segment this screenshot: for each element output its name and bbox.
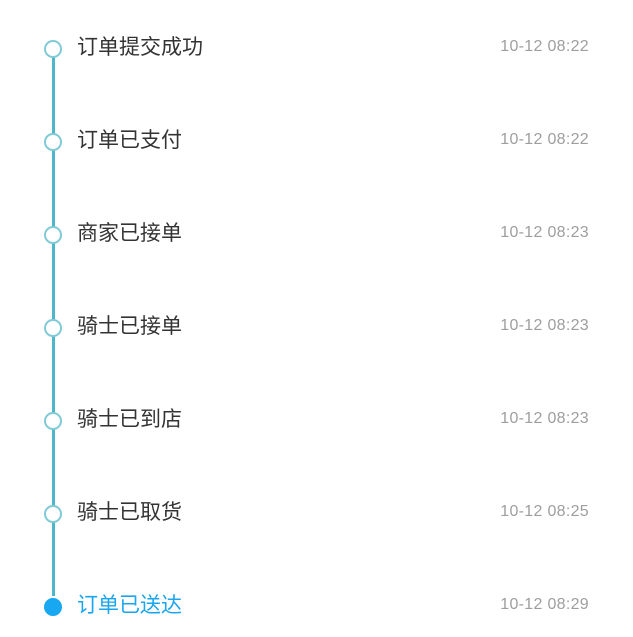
step-time: 10-12 08:25 — [500, 503, 589, 520]
step-label: 骑士已到店 — [77, 407, 182, 431]
step-circle-icon — [44, 319, 62, 337]
timeline-step-delivered: 订单已送达 10-12 08:29 — [0, 587, 633, 627]
step-time: 10-12 08:22 — [500, 131, 589, 148]
step-label: 订单已支付 — [77, 128, 182, 152]
step-filled-circle-icon — [44, 598, 62, 616]
step-circle-icon — [44, 133, 62, 151]
step-time: 10-12 08:23 — [500, 224, 589, 241]
step-time: 10-12 08:29 — [500, 596, 589, 613]
step-label: 商家已接单 — [77, 221, 182, 245]
step-circle-icon — [44, 412, 62, 430]
step-circle-icon — [44, 40, 62, 58]
step-circle-icon — [44, 226, 62, 244]
step-time: 10-12 08:22 — [500, 38, 589, 55]
timeline-step-merchant-accepted: 商家已接单 10-12 08:23 — [0, 215, 633, 255]
step-time: 10-12 08:23 — [500, 317, 589, 334]
step-label: 订单提交成功 — [77, 35, 203, 59]
step-label: 骑士已取货 — [77, 500, 182, 524]
step-label: 订单已送达 — [77, 593, 182, 617]
timeline-step-rider-accepted: 骑士已接单 10-12 08:23 — [0, 308, 633, 348]
timeline-step-submitted: 订单提交成功 10-12 08:22 — [0, 29, 633, 69]
timeline-step-picked-up: 骑士已取货 10-12 08:25 — [0, 494, 633, 534]
step-circle-icon — [44, 505, 62, 523]
timeline-step-paid: 订单已支付 10-12 08:22 — [0, 122, 633, 162]
timeline-step-rider-arrived: 骑士已到店 10-12 08:23 — [0, 401, 633, 441]
step-label: 骑士已接单 — [77, 314, 182, 338]
step-time: 10-12 08:23 — [500, 410, 589, 427]
